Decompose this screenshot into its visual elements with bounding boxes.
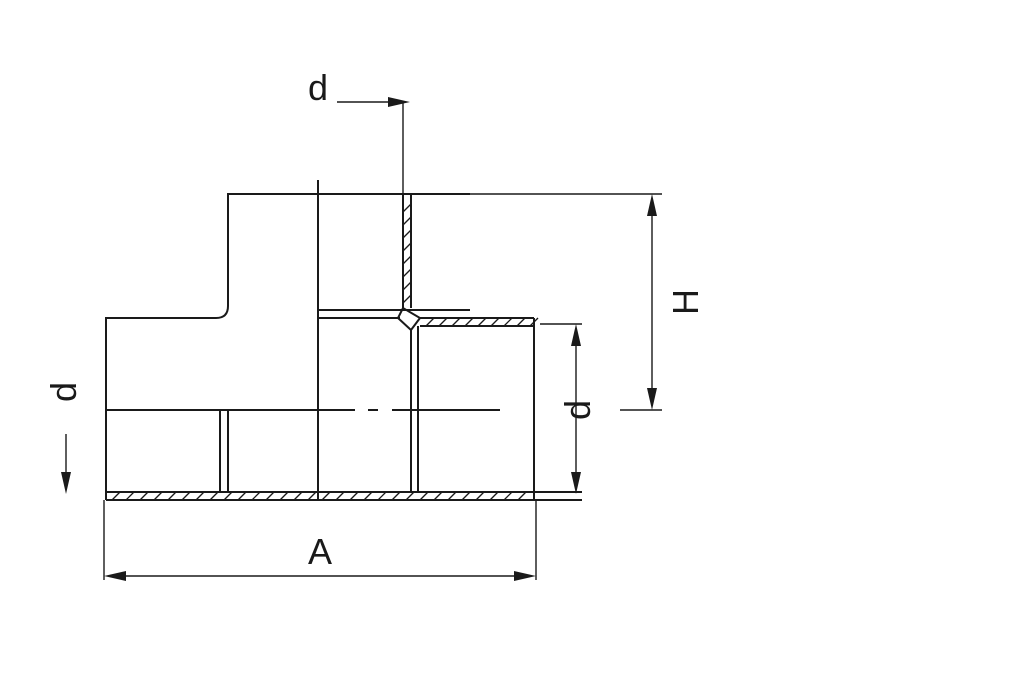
hatch-line: [475, 491, 485, 501]
hatch-line: [402, 268, 412, 278]
hatch-line: [433, 491, 443, 501]
hatch-line: [402, 255, 412, 265]
hatch-line: [425, 317, 435, 327]
hatch-line: [405, 491, 415, 501]
hatch-line: [209, 491, 219, 501]
hatch-line: [503, 491, 513, 501]
hatch-line: [438, 317, 448, 327]
hatch-line: [237, 491, 247, 501]
hatch-line: [402, 294, 412, 304]
hatch-line: [391, 491, 401, 501]
hatch-line: [125, 491, 135, 501]
hatch-line: [517, 491, 527, 501]
hatch-line: [490, 317, 500, 327]
hatch-line: [279, 491, 289, 501]
hatch-line: [447, 491, 457, 501]
label-d-top: d: [308, 67, 328, 108]
hatch-line: [195, 491, 205, 501]
hatch-line: [265, 491, 275, 501]
hatch-line: [139, 491, 149, 501]
hatch-line: [402, 203, 412, 213]
hatch-line: [293, 491, 303, 501]
label-height: H: [665, 289, 706, 315]
hatch-line: [251, 491, 261, 501]
label-d-left: d: [43, 382, 84, 402]
hatch-line: [461, 491, 471, 501]
label-length: A: [308, 531, 332, 572]
hatch-line: [377, 491, 387, 501]
hatch-line: [335, 491, 345, 501]
hatch-line: [181, 491, 191, 501]
wall-hatching: [111, 203, 539, 501]
fitting-outline: [105, 180, 662, 501]
hatch-line: [363, 491, 373, 501]
hatch-line: [167, 491, 177, 501]
dimension-length: A: [103, 500, 537, 581]
hatch-line: [307, 491, 317, 501]
hatch-line: [402, 242, 412, 252]
hatch-line: [402, 281, 412, 291]
hatch-line: [153, 491, 163, 501]
hatch-line: [451, 317, 461, 327]
dimension-d-left: d: [43, 382, 84, 494]
hatch-line: [503, 317, 513, 327]
hatch-line: [402, 229, 412, 239]
hatch-line: [489, 491, 499, 501]
label-d-right: d: [557, 400, 598, 420]
hatch-line: [529, 317, 539, 327]
dimension-height: H: [620, 194, 706, 411]
hatch-line: [223, 491, 233, 501]
hatch-line: [477, 317, 487, 327]
hatch-line: [419, 491, 429, 501]
hatch-line: [321, 491, 331, 501]
dimension-d-right: d: [540, 323, 598, 494]
hatch-line: [402, 216, 412, 226]
hatch-line: [111, 491, 121, 501]
hatch-line: [516, 317, 526, 327]
hatch-line: [464, 317, 474, 327]
hatch-line: [349, 491, 359, 501]
dimension-d-top: d: [308, 67, 410, 194]
